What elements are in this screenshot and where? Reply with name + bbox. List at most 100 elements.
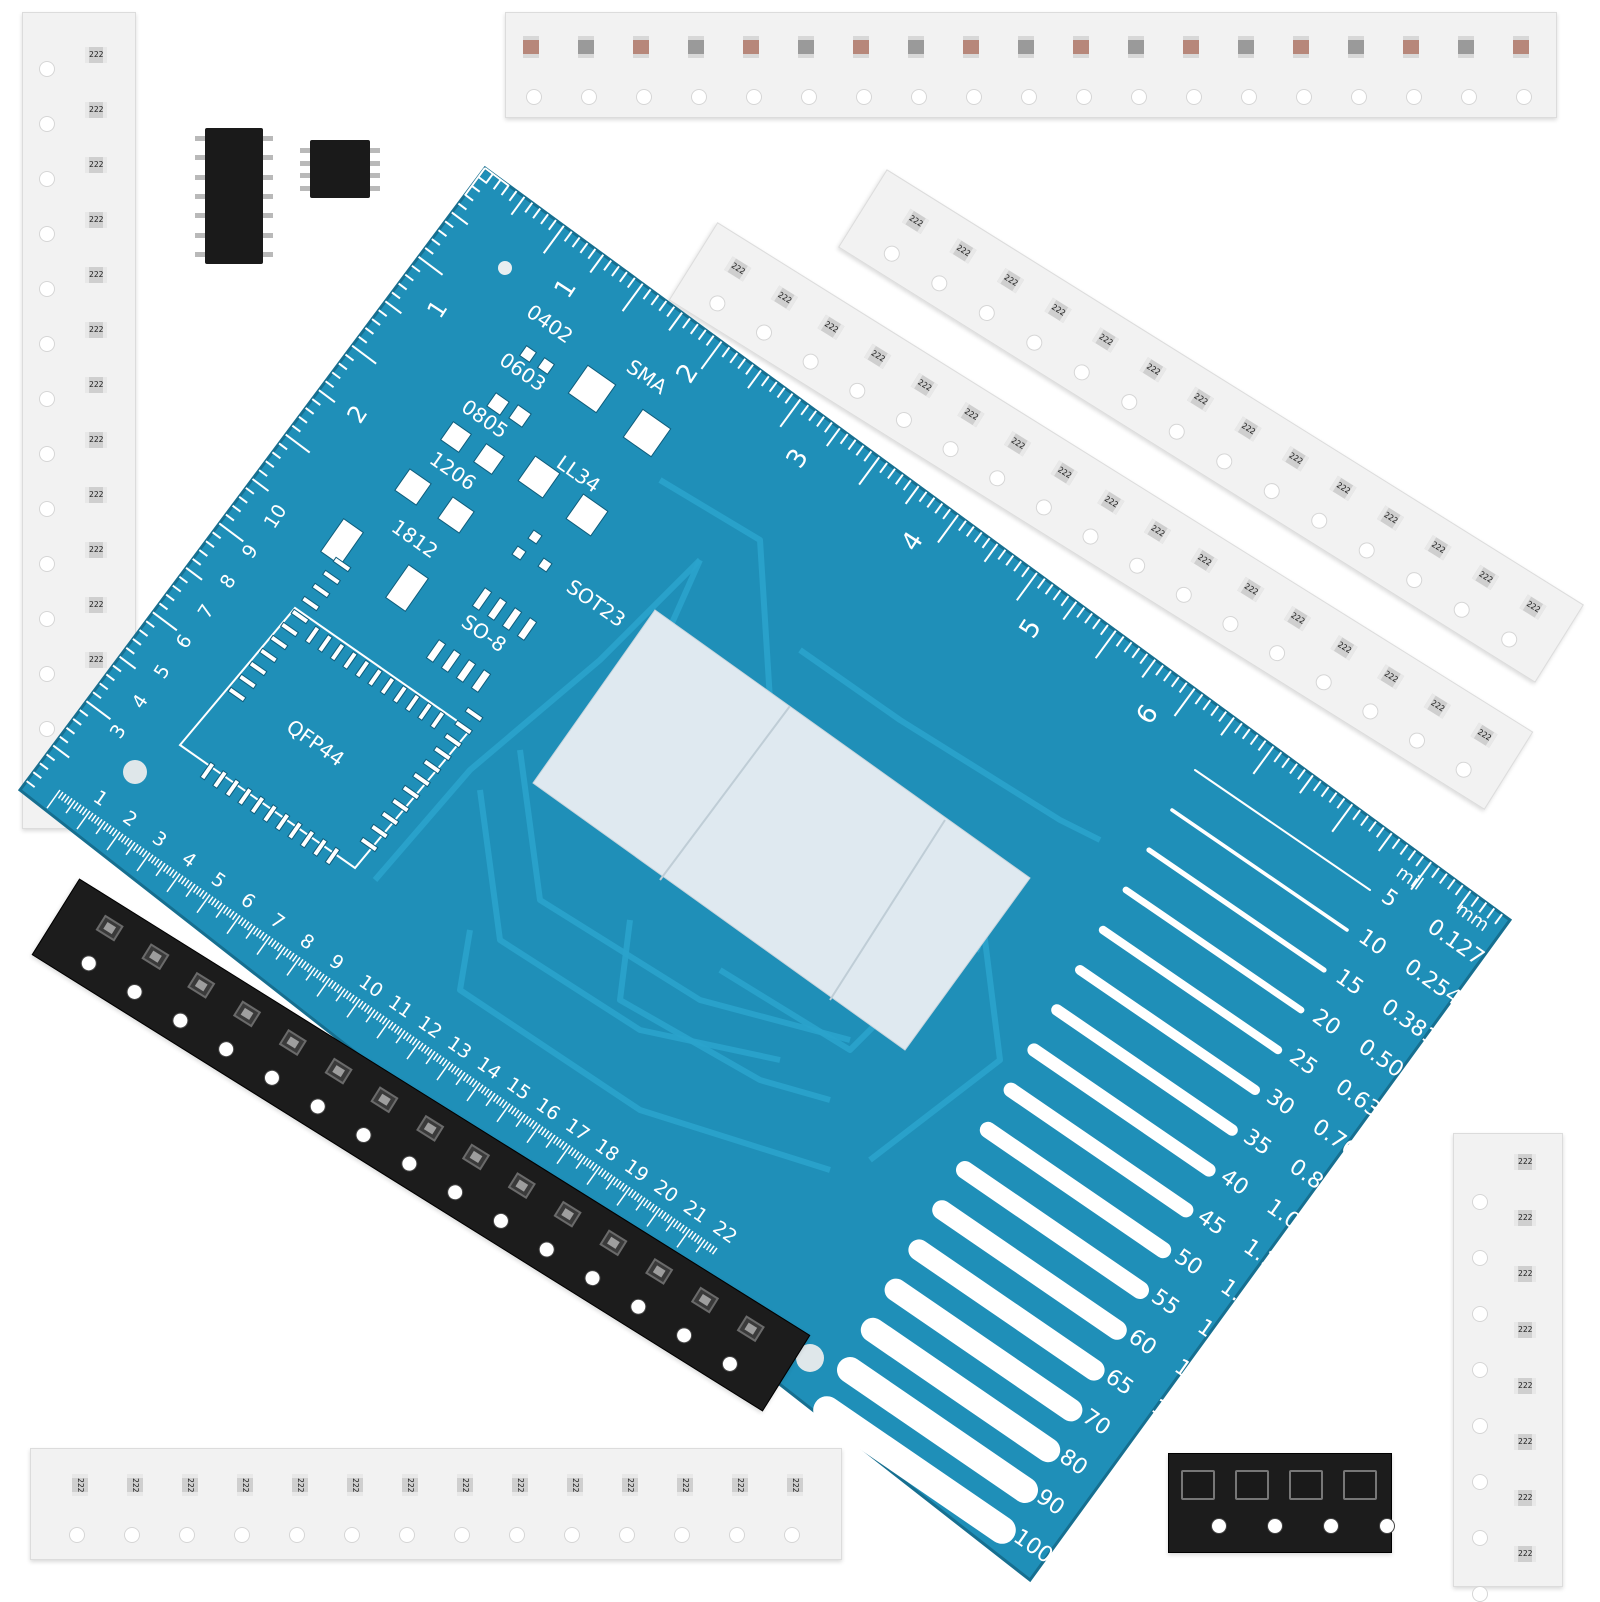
ruler-tick: [375, 1013, 382, 1021]
ruler-tick: [1289, 763, 1298, 775]
smd-diode: [461, 1143, 491, 1171]
ruler-tick: [705, 335, 715, 347]
trace-mm-label: 2.032: [1101, 1474, 1167, 1531]
ruler-tick: [156, 860, 163, 868]
pcb-trace: [517, 749, 851, 1043]
ruler-tick: [447, 1063, 454, 1071]
ruler-tick: [303, 963, 310, 971]
ruler-tick: [524, 202, 534, 213]
sprocket-hole: [718, 1352, 741, 1375]
solder-pad: [486, 392, 510, 416]
ruler-tick: [291, 424, 301, 433]
ruler-tick: [1399, 844, 1409, 856]
sprocket-hole: [489, 1209, 512, 1232]
ruler-tick: [305, 967, 316, 981]
ruler-tick: [1052, 589, 1062, 601]
solder-pad: [199, 761, 216, 781]
ruler-tick: [95, 820, 106, 835]
ruler-tick: [1178, 682, 1188, 694]
ic-pin: [263, 174, 273, 180]
smd-resistor: 222: [127, 1474, 143, 1496]
smd-resistor: 222: [1514, 1322, 1536, 1338]
solder-pad: [404, 693, 421, 713]
ruler-tick: [285, 950, 292, 958]
ruler-tick: [1377, 832, 1393, 852]
solder-pad: [471, 586, 493, 612]
ruler-tick: [1486, 907, 1496, 919]
ruler-tick: [1415, 855, 1425, 867]
ruler-tick: [119, 655, 137, 670]
sprocket-hole: [215, 1038, 238, 1061]
ruler-tick: [46, 789, 61, 809]
smd-diode: [370, 1086, 399, 1114]
ruler-tick: [408, 1036, 415, 1044]
sprocket-hole: [1461, 89, 1477, 105]
solder-pad: [422, 758, 442, 775]
ruler-tick: [532, 207, 541, 219]
solder-pad: [317, 633, 333, 654]
ruler-tick: [630, 1191, 637, 1199]
sprocket-hole: [674, 1527, 690, 1543]
ic-pin: [263, 213, 273, 219]
ruler-tick: [555, 1138, 562, 1146]
ruler-tick: [96, 818, 103, 827]
sprocket-hole: [1131, 89, 1147, 105]
ruler-tick: [99, 682, 109, 691]
sot23-transistor: [1181, 1470, 1215, 1500]
smd-resistor: 222: [85, 597, 107, 613]
smd-resistor: 222: [1514, 1378, 1536, 1394]
ruler-tick: [457, 202, 468, 211]
ruler-tick: [76, 810, 91, 830]
ruler-tick: [693, 1234, 700, 1243]
ruler-tick: [324, 380, 335, 389]
ruler-tick: [606, 1174, 613, 1182]
sprocket-hole: [69, 1527, 85, 1543]
ruler-tick: [1410, 861, 1432, 891]
ruler-tick: [306, 965, 313, 973]
ruler-tick: [666, 306, 676, 318]
ruler-tick: [552, 1136, 559, 1144]
ruler-tick: [331, 371, 341, 380]
ruler-tick: [825, 427, 841, 447]
ruler-tick: [477, 1084, 484, 1092]
ruler-tick: [39, 762, 49, 771]
trace-width-sample: [1122, 886, 1305, 1014]
smd-resistor: 222: [237, 1474, 253, 1496]
ruler-tick: [270, 940, 277, 948]
smd-diode: [416, 1114, 445, 1142]
ruler-tick: [561, 1142, 568, 1151]
ruler-tick: [902, 479, 912, 491]
soic14-ic: [195, 128, 273, 264]
ruler-tick: [305, 407, 315, 415]
ruler-tick: [282, 948, 289, 956]
ruler-tick: [231, 504, 242, 513]
ic-pin: [263, 136, 273, 141]
solder-pad: [380, 810, 400, 827]
ruler-tick: [548, 219, 557, 231]
ruler-tick: [1470, 896, 1480, 908]
ruler-tick: [453, 1067, 460, 1075]
ruler-tick: [273, 942, 280, 950]
ruler-tick: [485, 1092, 496, 1107]
ruler-tick: [78, 806, 85, 814]
ruler-tick: [45, 753, 56, 762]
ruler-tick: [66, 797, 73, 806]
solder-pad: [392, 684, 408, 705]
solder-pad: [224, 778, 241, 798]
ruler-tick: [111, 829, 118, 837]
ic-pin: [370, 148, 380, 153]
pcb-trace: [477, 789, 781, 1063]
solder-pad: [394, 468, 432, 506]
ic-pin: [300, 173, 310, 179]
ruler-tick: [516, 1111, 523, 1119]
ruler-tick: [258, 931, 265, 939]
solder-pad: [324, 846, 341, 866]
smd-resistor: 222: [85, 102, 107, 118]
ruler-tick: [1084, 612, 1093, 624]
sprocket-hole: [801, 89, 817, 105]
trace-width-sample: [1098, 925, 1283, 1055]
ruler-tick: [381, 1017, 388, 1025]
ruler-tick: [926, 497, 936, 508]
ruler-tick: [237, 917, 244, 925]
ruler-tick: [201, 892, 208, 900]
